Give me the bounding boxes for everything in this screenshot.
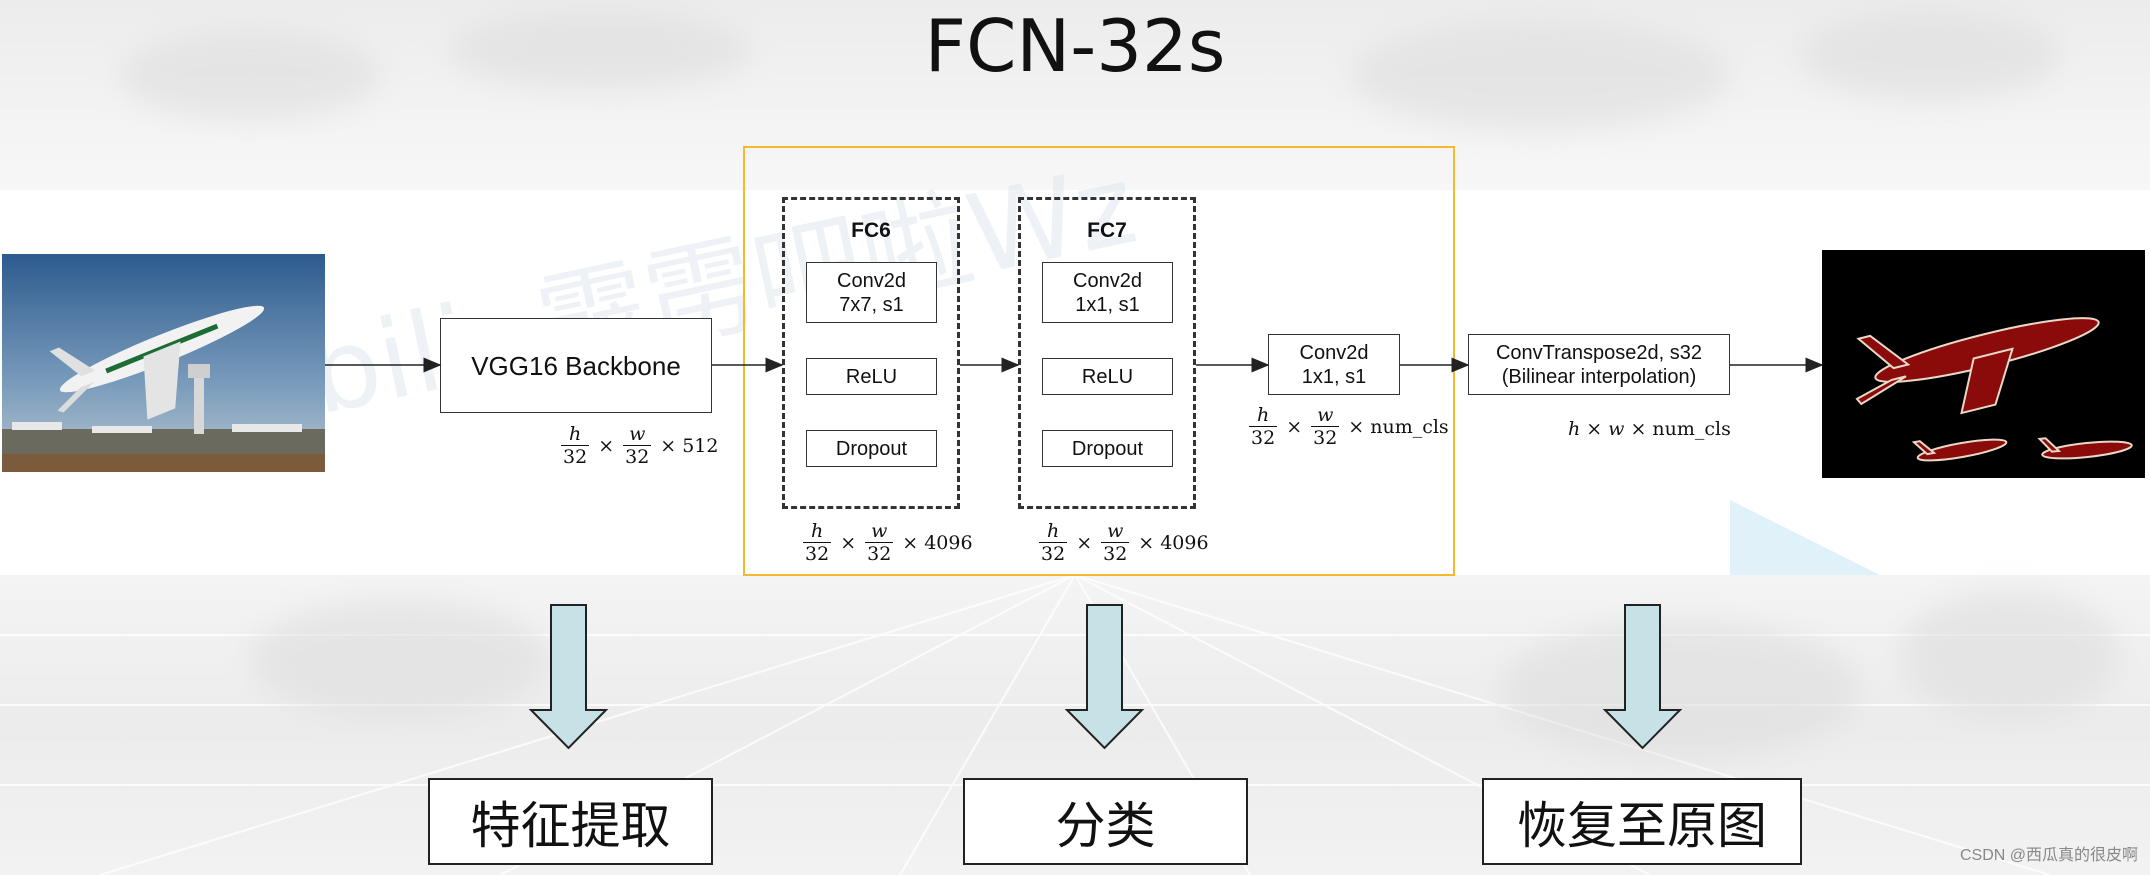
fc6-conv-box: Conv2d 7x7, s1 xyxy=(806,262,937,323)
upsample-dim: h × w × num_cls xyxy=(1568,418,1731,440)
bg-blob xyxy=(120,30,380,120)
output-segmentation xyxy=(1822,250,2145,478)
credit-text: CSDN @西瓜真的很皮啊 xyxy=(1959,847,2138,864)
stage-label-restore: 恢复至原图 xyxy=(1482,778,1802,865)
bg-blob xyxy=(1350,20,1730,130)
fc6-dropout-box: Dropout xyxy=(806,430,937,467)
down-arrow-classification xyxy=(1064,604,1145,750)
down-arrow-extraction xyxy=(528,604,609,750)
stage-label-classification: 分类 xyxy=(963,778,1248,865)
watermark-shape xyxy=(1730,500,1880,575)
bg-blob xyxy=(250,600,550,720)
fc7-relu-box: ReLU xyxy=(1042,358,1173,395)
fc7-dropout-box: Dropout xyxy=(1042,430,1173,467)
fc6-title: FC6 xyxy=(851,219,891,242)
stage-label-extraction: 特征提取 xyxy=(428,778,713,865)
conv-cls-box: Conv2d 1x1, s1 xyxy=(1268,334,1400,395)
vgg16-backbone-box: VGG16 Backbone xyxy=(440,318,712,413)
bg-blob xyxy=(450,10,750,90)
fc7-title: FC7 xyxy=(1087,219,1127,242)
fc6-relu-box: ReLU xyxy=(806,358,937,395)
fc7-conv-box: Conv2d 1x1, s1 xyxy=(1042,262,1173,323)
input-image xyxy=(2,254,325,472)
bg-blob xyxy=(1800,10,2060,100)
fc7-group xyxy=(1018,197,1196,509)
down-arrow-restore xyxy=(1602,604,1683,750)
bg-blob xyxy=(1900,590,2120,720)
fc6-group xyxy=(782,197,960,509)
diagram-title: FCN-32s xyxy=(924,4,1226,88)
bg-blob xyxy=(1500,620,1860,760)
upsample-box: ConvTranspose2d, s32 (Bilinear interpola… xyxy=(1468,334,1730,395)
